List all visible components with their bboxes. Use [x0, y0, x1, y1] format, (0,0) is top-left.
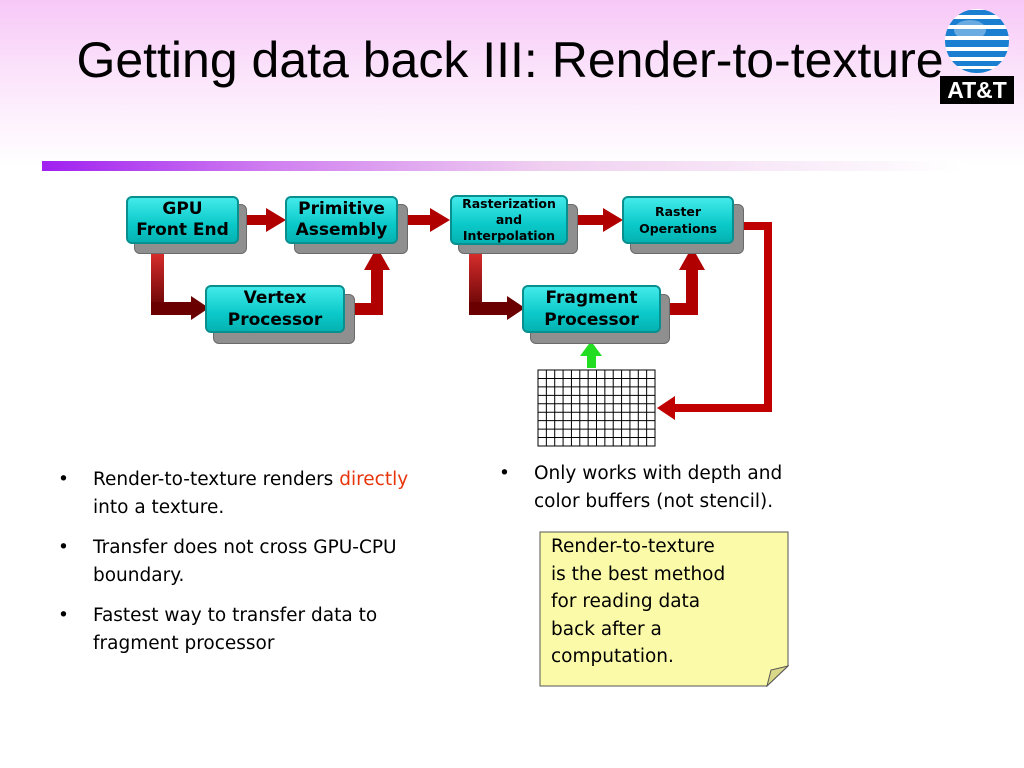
bullet-item: • Transfer does not cross GPU-CPU bounda…	[58, 534, 428, 590]
stage-label: GPU	[162, 199, 203, 219]
arrow-rasterization-to-rasterops	[575, 208, 623, 232]
slide-title: Getting data back III: Render-to-texture	[76, 32, 944, 88]
bullet-dot: •	[499, 463, 510, 484]
stage-label: and	[495, 212, 523, 227]
stage-label: Interpolation	[462, 228, 556, 243]
note-line: Render-to-texture	[551, 536, 715, 557]
bullet-text: Transfer does not cross GPU-CPU boundary…	[93, 537, 397, 586]
bullet-text: Only works with depth and color buffers …	[534, 463, 783, 512]
stage-label: Operations	[639, 221, 717, 236]
bullet-item: • Fastest way to transfer data to fragme…	[58, 602, 428, 658]
bullet-highlight: directly	[339, 469, 409, 490]
stage-label: Front End	[136, 220, 229, 240]
bullet-item: • Only works with depth and color buffer…	[499, 460, 829, 516]
stage-label: Rasterization	[462, 196, 556, 211]
stage-label: Primitive	[298, 199, 385, 219]
bullet-dot: •	[58, 537, 69, 558]
stage-label: Raster	[654, 204, 702, 219]
arrow-assembly-to-rasterization	[404, 208, 450, 232]
title-background	[0, 0, 1024, 165]
right-bullet-list: • Only works with depth and color buffer…	[499, 460, 829, 528]
globe-icon	[945, 9, 1009, 73]
arrow-texture-to-fragment	[580, 341, 602, 368]
arrow-fragment-to-rasterops	[661, 247, 705, 315]
stage-label: Assembly	[295, 220, 388, 240]
note-shape	[539, 531, 789, 687]
texture-grid	[537, 369, 656, 447]
bullet-dot: •	[58, 605, 69, 626]
arrow-rasterops-to-texture	[657, 222, 772, 420]
stage-label: Processor	[227, 310, 323, 330]
arrow-rasterization-to-fragment	[469, 248, 525, 320]
bullet-item: • Render-to-texture renders directly int…	[58, 466, 428, 522]
sticky-note: Render-to-texture is the best method for…	[539, 531, 789, 687]
bullet-text: Render-to-texture renders	[93, 469, 340, 490]
stage-label: Vertex	[243, 288, 307, 308]
title-underline	[42, 161, 962, 171]
note-line: for reading data	[551, 591, 701, 612]
logo-wordmark: AT&T	[940, 76, 1014, 104]
stage-label: Processor	[544, 310, 639, 330]
bullet-text-after: into a texture.	[93, 497, 225, 518]
bullet-dot: •	[58, 469, 69, 490]
arrow-frontend-to-vertex	[151, 248, 209, 320]
bullet-text: Fastest way to transfer data to fragment…	[93, 605, 378, 654]
att-logo: AT&T	[940, 8, 1014, 104]
left-bullet-list: • Render-to-texture renders directly int…	[58, 466, 428, 670]
stage-label: Fragment	[545, 288, 638, 308]
note-line: back after a	[551, 618, 662, 640]
note-line: computation.	[551, 646, 674, 667]
arrow-frontend-to-assembly	[243, 208, 286, 232]
note-text: Render-to-texture is the best method for…	[551, 533, 761, 671]
note-line: is the best method	[551, 563, 726, 585]
